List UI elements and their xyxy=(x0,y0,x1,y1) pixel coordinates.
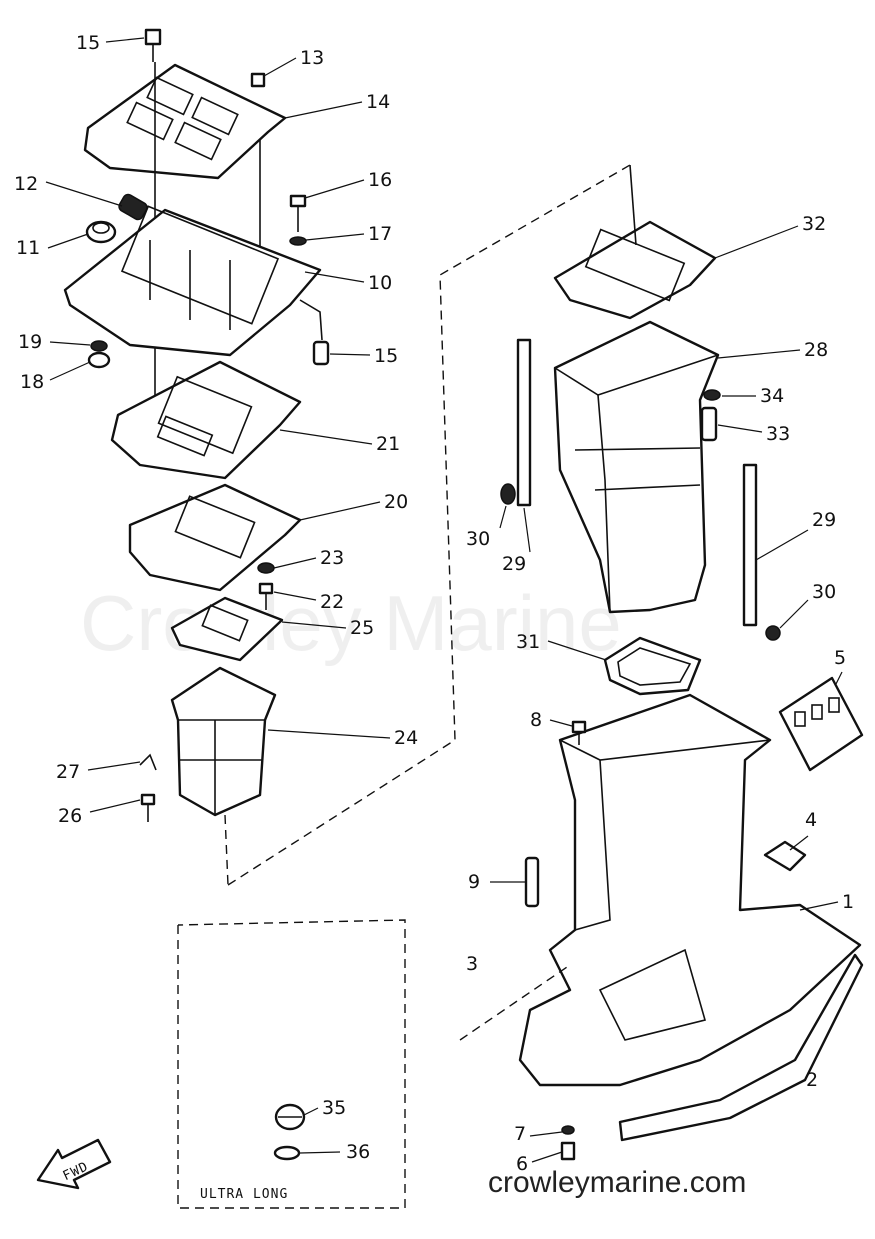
callout-19: 19 xyxy=(18,331,42,353)
dashed-guide-3 xyxy=(459,964,571,1041)
cover-35 xyxy=(274,1103,306,1131)
callout-11: 11 xyxy=(16,237,40,259)
forward-arrow-icon: FWD xyxy=(36,1138,112,1190)
callout-14: 14 xyxy=(366,91,390,113)
callout-18: 18 xyxy=(20,371,44,393)
gasket-25 xyxy=(170,596,284,662)
plate-5 xyxy=(778,676,864,772)
callout-30-right: 30 xyxy=(812,581,836,603)
upper-casing-10 xyxy=(63,205,322,357)
callout-2: 2 xyxy=(806,1069,818,1091)
dowel-8 xyxy=(571,720,587,745)
washer-34 xyxy=(703,389,721,401)
alignment-line-right xyxy=(629,164,637,246)
screw-36 xyxy=(273,1145,301,1161)
plate-20 xyxy=(128,483,302,592)
callout-25: 25 xyxy=(350,617,374,639)
callout-28: 28 xyxy=(804,339,828,361)
bolt-9 xyxy=(524,856,540,908)
dashed-guide-short xyxy=(224,814,229,886)
bolt-15-right xyxy=(299,299,330,366)
bolt-22 xyxy=(258,582,274,610)
rubber-strip-2 xyxy=(618,953,864,1142)
bolt-16 xyxy=(289,194,307,232)
callout-31: 31 xyxy=(516,631,540,653)
callout-33: 33 xyxy=(766,423,790,445)
washer-23 xyxy=(257,562,275,574)
callout-29-right: 29 xyxy=(812,509,836,531)
callout-35: 35 xyxy=(322,1097,346,1119)
callout-9: 9 xyxy=(468,871,480,893)
callout-17: 17 xyxy=(368,223,392,245)
callout-6: 6 xyxy=(516,1153,528,1175)
stud-29-right xyxy=(742,463,758,627)
bolt-33 xyxy=(700,406,718,442)
washer-19 xyxy=(90,340,108,352)
callout-36: 36 xyxy=(346,1141,370,1163)
ultra-long-inset: ULTRA LONG xyxy=(177,919,406,1209)
seal-31 xyxy=(603,636,702,696)
callout-27: 27 xyxy=(56,761,80,783)
callout-13: 13 xyxy=(300,47,324,69)
gasket-32 xyxy=(553,220,717,320)
oil-pan-28 xyxy=(553,320,720,614)
plug-12 xyxy=(118,193,148,221)
callout-22: 22 xyxy=(320,591,344,613)
watermark-text: Crowley Marine xyxy=(80,579,622,667)
bolt-6 xyxy=(560,1141,576,1161)
stud-29-left xyxy=(516,338,532,507)
cap-11 xyxy=(85,220,117,244)
gasket-21 xyxy=(110,360,302,480)
callout-5: 5 xyxy=(834,647,846,669)
callout-20: 20 xyxy=(384,491,408,513)
callout-10: 10 xyxy=(368,272,392,294)
leader-lines xyxy=(45,37,843,1163)
clip-27 xyxy=(139,753,157,771)
callout-4: 4 xyxy=(805,809,817,831)
callout-29-left: 29 xyxy=(502,553,526,575)
callout-7: 7 xyxy=(514,1123,526,1145)
inset-label: ULTRA LONG xyxy=(200,1187,288,1202)
callout-3: 3 xyxy=(466,953,478,975)
callout-21: 21 xyxy=(376,433,400,455)
callout-30-left: 30 xyxy=(466,528,490,550)
bolt-15-top xyxy=(144,28,162,62)
callout-15-top: 15 xyxy=(76,32,100,54)
callout-23: 23 xyxy=(320,547,344,569)
callout-1: 1 xyxy=(842,891,854,913)
callout-labels: 15 13 14 12 11 16 17 10 15 19 18 21 20 2… xyxy=(14,32,854,1175)
callout-12: 12 xyxy=(14,173,38,195)
upper-case-1 xyxy=(518,693,862,1087)
nut-18 xyxy=(87,351,111,369)
callout-8: 8 xyxy=(530,709,542,731)
nut-30-right xyxy=(765,625,781,641)
callout-15-right: 15 xyxy=(374,345,398,367)
dashed-guide-line xyxy=(227,164,631,886)
washer-7 xyxy=(561,1125,575,1135)
nut-30-left xyxy=(500,483,516,505)
exhaust-guide-24 xyxy=(170,666,277,817)
gasket-14 xyxy=(83,63,287,180)
callout-26: 26 xyxy=(58,805,82,827)
callout-16: 16 xyxy=(368,169,392,191)
bolt-26 xyxy=(140,793,156,822)
callout-32: 32 xyxy=(802,213,826,235)
cover-4 xyxy=(763,840,807,872)
site-url: crowleymarine.com xyxy=(488,1166,746,1199)
callout-24: 24 xyxy=(394,727,418,749)
washer-17 xyxy=(289,236,307,246)
dowel-13 xyxy=(250,72,266,88)
callout-34: 34 xyxy=(760,385,784,407)
